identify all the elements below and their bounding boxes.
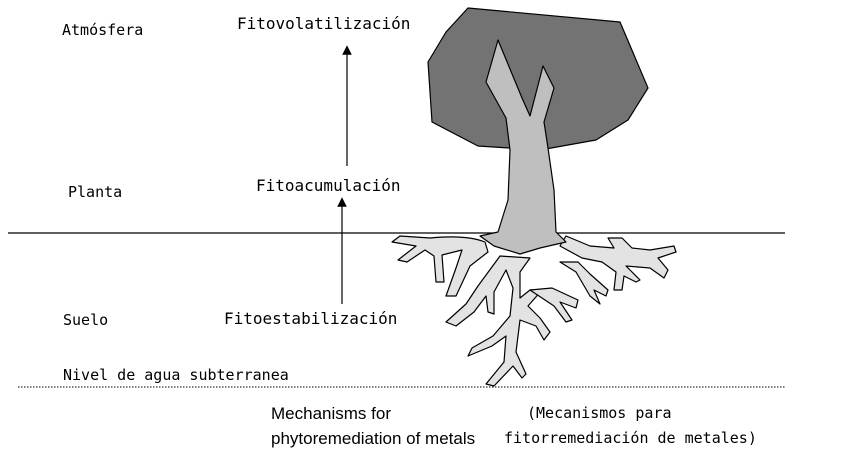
caption-spanish-line2: fitorremediación de metales) (504, 429, 757, 447)
layer-label-plant: Planta (68, 183, 122, 201)
caption-english-line2: phytoremediation of metals (271, 429, 475, 449)
layer-label-soil: Suelo (63, 311, 108, 329)
caption-spanish-line1: (Mecanismos para (527, 404, 672, 422)
tree-roots (392, 236, 676, 386)
process-label-accumulation: Fitoacumulación (256, 176, 401, 195)
process-label-volatilization: Fitovolatilización (237, 14, 410, 33)
process-label-stabilization: Fitoestabilización (224, 309, 397, 328)
layer-label-groundwater: Nivel de agua subterranea (63, 366, 289, 384)
layer-label-atmosphere: Atmósfera (62, 21, 143, 39)
caption-english-line1: Mechanisms for (271, 404, 391, 424)
